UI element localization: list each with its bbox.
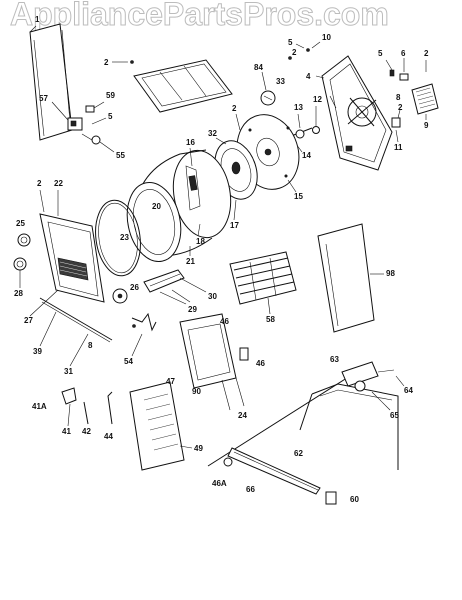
callout-63: 63 (330, 355, 339, 364)
callout-39: 39 (33, 347, 42, 356)
part-41-hinge (61, 387, 77, 405)
callout-58: 58 (266, 315, 275, 324)
callout-6: 6 (401, 49, 406, 58)
callout-2c: 2 (424, 49, 429, 58)
callout-57: 57 (39, 94, 48, 103)
callout-2b: 2 (292, 48, 297, 57)
callout-2d: 2 (398, 103, 403, 112)
part-55-knob (81, 133, 101, 145)
callout-15: 15 (294, 192, 303, 201)
part-63-motor (341, 361, 395, 392)
callout-29: 29 (188, 305, 197, 314)
part-66-base-rail (227, 447, 321, 495)
callout-23: 23 (120, 233, 129, 242)
callout-26: 26 (130, 283, 139, 292)
callout-33: 33 (276, 77, 285, 86)
part-60-foot (325, 491, 337, 505)
callout-49: 49 (194, 444, 203, 453)
part-23-front-seal (95, 199, 141, 277)
part-12-nut (312, 126, 320, 134)
callout-54: 54 (124, 357, 133, 366)
callout-44: 44 (104, 432, 113, 441)
callout-8b: 8 (88, 341, 93, 350)
part-57-switch (67, 117, 83, 131)
callout-28: 28 (14, 289, 23, 298)
callout-22: 22 (54, 179, 63, 188)
callout-66: 66 (246, 485, 255, 494)
callout-47: 47 (166, 377, 175, 386)
part-54-harness (131, 312, 157, 332)
part-46-latch (239, 347, 249, 361)
callout-30: 30 (208, 292, 217, 301)
watermark: AppliancePartsPros.com (10, 0, 390, 33)
callout-5: 5 (288, 38, 293, 47)
callout-46: 46 (220, 317, 229, 326)
callout-65: 65 (390, 411, 399, 420)
part-9-lint-grille (411, 83, 439, 115)
callout-46b: 46 (256, 359, 265, 368)
callout-56: 5 (108, 112, 113, 121)
callout-2e: 2 (232, 104, 237, 113)
callout-2-front: 2 (37, 179, 42, 188)
callout-8: 8 (396, 93, 401, 102)
callout-98: 98 (386, 269, 395, 278)
callout-90: 90 (192, 387, 201, 396)
callout-31: 31 (64, 367, 73, 376)
part-4-rear-bulkhead (321, 55, 393, 171)
part-59-clip (85, 105, 95, 113)
part-46a-glide (223, 457, 233, 467)
callout-11: 11 (394, 143, 403, 152)
part-26-knob (112, 288, 128, 304)
part-98-heater-duct (317, 223, 375, 333)
part-28-grommet (13, 257, 27, 271)
part-21-drum (126, 149, 232, 262)
callout-16: 16 (186, 138, 195, 147)
callout-59: 59 (106, 91, 115, 100)
callout-20: 20 (152, 202, 161, 211)
callout-2a: 2 (104, 58, 109, 67)
part-22-front-panel (39, 213, 105, 303)
callout-12: 12 (313, 95, 322, 104)
callout-14: 14 (302, 151, 311, 160)
part-58-heater (229, 251, 297, 305)
callout-5b: 5 (378, 49, 383, 58)
callout-55: 55 (116, 151, 125, 160)
part-47-door (129, 381, 185, 471)
part-39-rod (39, 297, 113, 343)
callout-1: 1 (35, 15, 40, 24)
callout-21: 21 (186, 257, 195, 266)
callout-9: 9 (424, 121, 429, 130)
part-30-idler-bracket (143, 269, 185, 293)
callout-27: 27 (24, 316, 33, 325)
callout-60: 60 (350, 495, 359, 504)
callout-41: 41 (62, 427, 71, 436)
callout-46a: 46A (212, 479, 227, 488)
callout-24: 24 (238, 411, 247, 420)
callout-42: 42 (82, 427, 91, 436)
callout-13: 13 (294, 103, 303, 112)
part-3-top-cover (133, 59, 233, 113)
part-1-side-panel (29, 23, 73, 141)
callout-18: 18 (196, 237, 205, 246)
callout-32: 32 (208, 129, 217, 138)
part-33-thermostat (260, 90, 276, 106)
part-25-grommet (17, 233, 31, 247)
callout-25: 25 (16, 219, 25, 228)
callout-62: 62 (294, 449, 303, 458)
callout-64: 64 (404, 386, 413, 395)
callout-41a: 41A (32, 402, 47, 411)
callout-4: 4 (306, 72, 311, 81)
callout-10: 10 (322, 33, 331, 42)
callout-84: 84 (254, 63, 263, 72)
callout-17: 17 (230, 221, 239, 230)
